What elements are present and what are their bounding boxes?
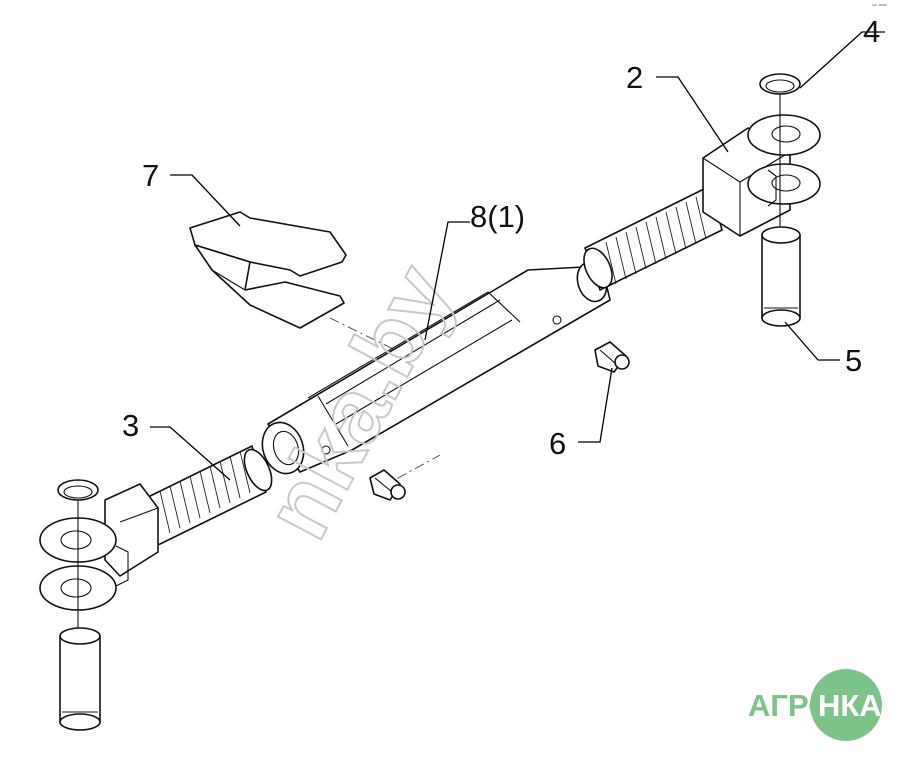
centerline-sleeve-hole: [379, 454, 441, 489]
part-2-clevis-end: [583, 114, 821, 291]
part-8-sleeve: [261, 261, 611, 475]
callout-4: 4: [863, 14, 880, 49]
leader-6: [578, 367, 613, 443]
part-7-plate: [189, 211, 347, 329]
left-pin: [59, 627, 101, 731]
leader-8: [424, 221, 470, 341]
left-snap-ring: [57, 479, 99, 501]
callout-3: 3: [122, 408, 139, 443]
callout-6: 6: [549, 426, 566, 461]
leader-3: [150, 426, 231, 481]
grease-fitting-2: [369, 469, 406, 501]
leader-7: [170, 174, 241, 227]
drawing-code: ᵃᵐ ⁰⁰⁰⁰: [872, 4, 887, 10]
part-4-snap-ring: [759, 73, 801, 95]
leader-2: [656, 76, 729, 153]
logo-text-right: НКА: [818, 688, 882, 723]
callout-7: 7: [142, 158, 159, 193]
leader-5: [784, 321, 840, 361]
callout-2: 2: [626, 60, 643, 95]
part-3-clevis-end: [39, 445, 273, 611]
callout-8: 8(1): [470, 199, 525, 234]
part-6-grease-fitting: [594, 341, 630, 373]
logo-circle: [810, 669, 882, 741]
part-5-pin: [761, 226, 801, 327]
agronka-logo: АГРО НКА: [748, 669, 882, 741]
callout-5: 5: [845, 343, 862, 378]
leader-4: [799, 31, 885, 89]
